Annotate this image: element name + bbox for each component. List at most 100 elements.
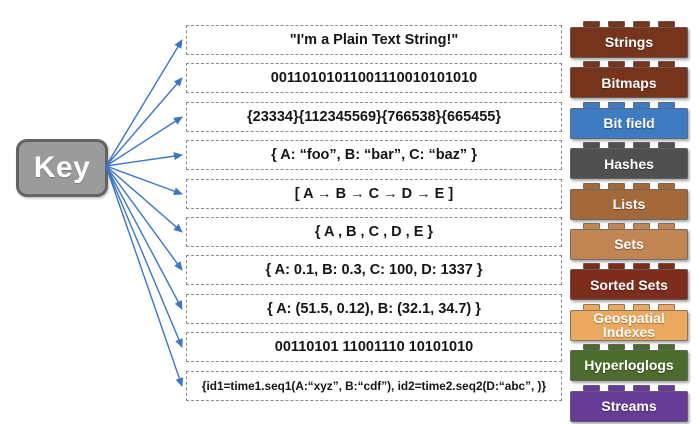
brick-stud xyxy=(608,384,625,391)
brick-stud xyxy=(658,182,675,189)
brick-studs xyxy=(570,222,688,229)
brick-stud xyxy=(608,263,625,270)
brick-stud xyxy=(608,222,625,229)
value-example-text: {23334}{112345569}{766538}{665455} xyxy=(246,108,501,125)
brick-stud xyxy=(608,303,625,310)
brick-stud xyxy=(608,344,625,351)
brick-stud xyxy=(633,21,650,27)
brick-label: Sorted Sets xyxy=(590,276,668,293)
value-example-box: "I'm a Plain Text String!" xyxy=(186,25,562,55)
brick-label: Sets xyxy=(614,236,644,253)
value-example-box: { A: “foo”, B: “bar”, C: “baz” } xyxy=(186,140,562,171)
brick-stud xyxy=(658,142,675,149)
value-example-box: [ A → B → C → D → E ] xyxy=(186,178,562,209)
brick-stud xyxy=(633,384,650,391)
brick-stud xyxy=(633,303,650,310)
brick-studs xyxy=(570,101,688,108)
value-example-text: [ A → B → C → D → E ] xyxy=(294,185,454,202)
brick-stud xyxy=(633,263,650,270)
brick-stud xyxy=(633,101,650,108)
brick-stud xyxy=(633,222,650,229)
brick-stud xyxy=(658,384,675,391)
brick-studs xyxy=(570,61,688,68)
brick-stud xyxy=(583,21,600,27)
brick-stud xyxy=(608,21,625,27)
brick-body: Hyperloglogs xyxy=(570,350,688,382)
brick-label: Streams xyxy=(601,397,657,414)
brick-label: Hyperloglogs xyxy=(584,357,674,374)
brick-stud xyxy=(583,384,600,391)
brick-label: Hashes xyxy=(604,155,654,172)
type-bricks: Strings Bitmaps Bit field xyxy=(570,21,688,422)
brick-stud xyxy=(658,222,675,229)
value-example-text: { A , B , C , D , E } xyxy=(314,223,434,240)
brick-stud xyxy=(583,61,600,68)
brick-strings: Strings xyxy=(570,21,688,58)
brick-stud xyxy=(633,142,650,149)
brick-stud xyxy=(583,101,600,108)
brick-stud xyxy=(658,344,675,351)
key-node: Key xyxy=(16,139,108,197)
brick-body: Geospatial Indexes xyxy=(570,309,688,341)
brick-studs xyxy=(570,182,688,189)
value-example-text: 00110101 11001110 10101010 xyxy=(274,339,474,356)
brick-label: Geospatial Indexes xyxy=(593,309,665,341)
brick-stud xyxy=(608,182,625,189)
brick-bitmaps: Bitmaps xyxy=(570,61,688,99)
brick-hashes: Hashes xyxy=(570,142,688,180)
value-example-text: { A: (51.5, 0.12), B: (32.1, 34.7) } xyxy=(267,300,481,317)
brick-label: Strings xyxy=(604,34,654,51)
brick-body: Streams xyxy=(570,390,688,422)
brick-geospatial-indexes: Geospatial Indexes xyxy=(570,303,688,341)
value-example-text: 00110101011001110010101010 xyxy=(270,70,478,87)
value-example-text: { A: 0.1, B: 0.3, C: 100, D: 1337 } xyxy=(265,262,483,279)
brick-body: Sorted Sets xyxy=(570,269,688,301)
brick-stud xyxy=(583,182,600,189)
key-label: Key xyxy=(33,151,91,184)
brick-studs xyxy=(570,263,688,270)
brick-stud xyxy=(608,142,625,149)
brick-label: Bit field xyxy=(603,115,655,132)
value-example-box: {23334}{112345569}{766538}{665455} xyxy=(186,101,562,132)
value-example-text: { A: “foo”, B: “bar”, C: “baz” } xyxy=(271,147,477,164)
brick-streams: Streams xyxy=(570,384,688,422)
value-example-box: 00110101 11001110 10101010 xyxy=(186,332,562,363)
brick-stud xyxy=(633,182,650,189)
brick-body: Strings xyxy=(570,27,688,58)
brick-stud xyxy=(608,101,625,108)
value-example-box: { A , B , C , D , E } xyxy=(186,216,562,247)
value-example-text: "I'm a Plain Text String!" xyxy=(289,32,459,48)
brick-lists: Lists xyxy=(570,182,688,220)
brick-body: Hashes xyxy=(570,148,688,180)
value-example-box: 00110101011001110010101010 xyxy=(186,63,562,94)
brick-label: Lists xyxy=(612,195,646,212)
brick-hyperloglogs: Hyperloglogs xyxy=(570,344,688,382)
brick-stud xyxy=(583,303,600,310)
value-rows: "I'm a Plain Text String!" 0011010101100… xyxy=(186,25,562,401)
brick-stud xyxy=(633,61,650,68)
brick-bit-field: Bit field xyxy=(570,101,688,139)
value-example-text: {id1=time1.seq1(A:“xyz”, B:“cdf”), id2=t… xyxy=(201,378,547,393)
brick-body: Bitmaps xyxy=(570,67,688,99)
brick-studs xyxy=(570,344,688,351)
brick-stud xyxy=(658,263,675,270)
brick-stud xyxy=(658,61,675,68)
brick-stud xyxy=(658,303,675,310)
brick-studs xyxy=(570,21,688,27)
brick-body: Lists xyxy=(570,188,688,220)
brick-stud xyxy=(608,61,625,68)
brick-stud xyxy=(633,344,650,351)
value-example-box: { A: (51.5, 0.12), B: (32.1, 34.7) } xyxy=(186,293,562,324)
brick-sorted-sets: Sorted Sets xyxy=(570,263,688,301)
brick-studs xyxy=(570,142,688,149)
value-example-box: {id1=time1.seq1(A:“xyz”, B:“cdf”), id2=t… xyxy=(186,370,562,401)
brick-label: Bitmaps xyxy=(601,74,657,91)
brick-sets: Sets xyxy=(570,222,688,260)
brick-stud xyxy=(583,222,600,229)
brick-studs xyxy=(570,384,688,391)
brick-stud xyxy=(658,21,675,27)
brick-stud xyxy=(583,142,600,149)
brick-studs xyxy=(570,303,688,310)
brick-stud xyxy=(583,263,600,270)
